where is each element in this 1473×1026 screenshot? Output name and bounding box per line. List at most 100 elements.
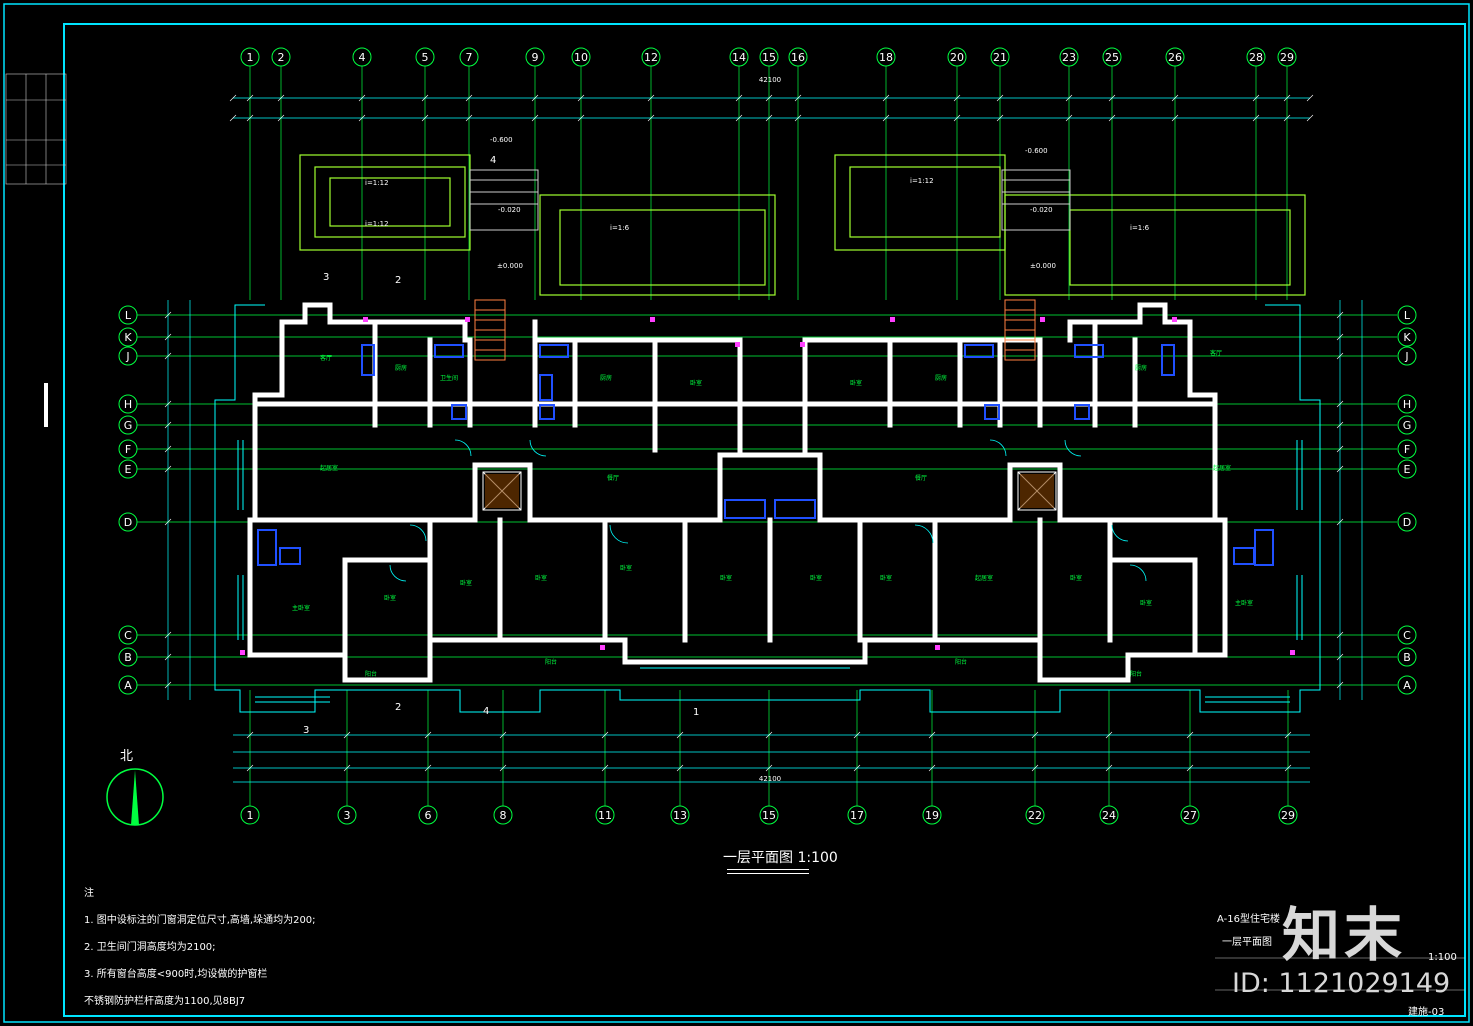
elev-label-2: -0.020 — [498, 206, 521, 214]
axis-bubble-bottom-17 — [847, 805, 867, 825]
axis-label-row-E-left: E — [125, 463, 132, 476]
dim-tick-bot-8 — [928, 731, 936, 739]
dim-tick-top2-6 — [531, 114, 539, 122]
ramp-label-0: i=1:12 — [365, 179, 389, 187]
dim-tick-top-0 — [229, 94, 237, 102]
tb-scale: 1:100 — [1428, 952, 1457, 963]
dim-tick-right-0 — [1336, 311, 1344, 319]
dimension-lines — [167, 97, 1363, 783]
axis-bubble-bottom-27 — [1180, 805, 1200, 825]
room-label-7: 厨房 — [1135, 364, 1147, 372]
elev-label-1: -0.600 — [1025, 147, 1048, 155]
dim-tick-bot2-12 — [1284, 764, 1292, 772]
axis-label-bottom-29: 29 — [1281, 809, 1295, 822]
axis-bubble-bottom-15 — [759, 805, 779, 825]
room-label-15: 卧室 — [460, 579, 472, 587]
dim-tick-top2-4 — [421, 114, 429, 122]
axis-label-row-A-right: A — [1403, 679, 1411, 692]
dim-tick-top-14 — [996, 94, 1004, 102]
axis-bubble-bottom-24 — [1099, 805, 1119, 825]
section-mark-0: 4 — [490, 155, 496, 166]
axis-bubble-row-J-left — [118, 346, 138, 366]
room-label-14: 卧室 — [384, 594, 396, 602]
axis-label-top-1: 1 — [247, 51, 254, 64]
axis-label-row-D-left: D — [124, 516, 132, 529]
note-1: 1. 图中设标注的门窗洞定位尺寸,高墙,垛通均为200; — [84, 915, 316, 926]
axis-bubble-bottom-8 — [493, 805, 513, 825]
section-mark-2: 2 — [395, 275, 401, 286]
axis-label-top-10: 10 — [574, 51, 588, 64]
dim-tick-bot-11 — [1186, 731, 1194, 739]
section-mark-1: 3 — [323, 272, 329, 283]
axis-bubble-row-L-left — [118, 305, 138, 325]
dim-tick-left-2 — [164, 352, 172, 360]
dim-tick-bot2-1 — [343, 764, 351, 772]
elev-label-4: ±0.000 — [497, 262, 523, 270]
axis-bubble-bottom-1 — [240, 805, 260, 825]
room-label-19: 卧室 — [810, 574, 822, 582]
axis-bubble-row-G-right — [1397, 415, 1417, 435]
axis-label-bottom-15: 15 — [762, 809, 776, 822]
room-label-3: 厨房 — [600, 374, 612, 382]
axis-label-row-J-right: J — [1404, 350, 1408, 363]
axis-bubble-bottom-6 — [418, 805, 438, 825]
dim-tick-bot-5 — [676, 731, 684, 739]
dim-tick-top-15 — [1065, 94, 1073, 102]
dim-tick-top2-0 — [229, 114, 237, 122]
dim-tick-bot2-8 — [928, 764, 936, 772]
axis-bubble-top-10 — [571, 47, 591, 67]
overall-dim-top: 42100 — [759, 76, 781, 84]
dim-tick-bot-1 — [343, 731, 351, 739]
ramp-label-1: i=1:12 — [365, 220, 389, 228]
watermark-id: ID: 1121029149 — [1232, 968, 1451, 999]
room-label-23: 卧室 — [1140, 599, 1152, 607]
dim-tick-bot-9 — [1031, 731, 1039, 739]
dim-tick-top2-18 — [1252, 114, 1260, 122]
dim-tick-right-8 — [1336, 631, 1344, 639]
axis-bubble-row-E-right — [1397, 459, 1417, 479]
dim-tick-top-7 — [577, 94, 585, 102]
axis-label-top-23: 23 — [1062, 51, 1076, 64]
axis-label-bottom-6: 6 — [425, 809, 432, 822]
dim-tick-top-4 — [421, 94, 429, 102]
vertical-axis-lines — [249, 66, 1289, 806]
ramp-label-2: i=1:6 — [610, 224, 630, 232]
axis-label-row-F-right: F — [1404, 443, 1410, 456]
dim-tick-top-5 — [465, 94, 473, 102]
dim-tick-right-7 — [1336, 518, 1344, 526]
axis-bubble-top-14 — [729, 47, 749, 67]
exterior-outline — [214, 304, 1321, 713]
dim-tick-top-2 — [277, 94, 285, 102]
title-block-lines — [1215, 957, 1465, 991]
dim-tick-left-1 — [164, 333, 172, 341]
dim-tick-left-9 — [164, 653, 172, 661]
room-labels: 客厅厨房卫生间厨房卧室卧室厨房厨房客厅起居室餐厅餐厅起居室主卧室卧室卧室卧室卧室… — [292, 349, 1253, 678]
axis-bubble-bottom-29 — [1278, 805, 1298, 825]
dim-tick-top-18 — [1252, 94, 1260, 102]
axis-label-bottom-11: 11 — [598, 809, 612, 822]
dim-tick-bot2-4 — [601, 764, 609, 772]
dim-tick-bot2-3 — [499, 764, 507, 772]
outer-frame — [3, 3, 1470, 1023]
dim-tick-top-9 — [735, 94, 743, 102]
dim-tick-top-13 — [953, 94, 961, 102]
binding-strip — [5, 73, 67, 185]
dim-tick-right-1 — [1336, 333, 1344, 341]
dim-tick-left-0 — [164, 311, 172, 319]
dim-tick-top2-14 — [996, 114, 1004, 122]
windows — [237, 440, 1303, 703]
binding-mark — [44, 383, 48, 427]
axis-bubble-row-C-left — [118, 625, 138, 645]
dim-tick-top-11 — [794, 94, 802, 102]
room-label-26: 阳台 — [545, 658, 557, 666]
dim-tick-bot-7 — [853, 731, 861, 739]
dim-tick-right-6 — [1336, 465, 1344, 473]
axis-bubble-row-L-right — [1397, 305, 1417, 325]
axis-bubble-bottom-3 — [337, 805, 357, 825]
room-label-20: 卧室 — [880, 574, 892, 582]
dim-tick-top2-8 — [647, 114, 655, 122]
axis-label-row-K-left: K — [124, 331, 132, 344]
